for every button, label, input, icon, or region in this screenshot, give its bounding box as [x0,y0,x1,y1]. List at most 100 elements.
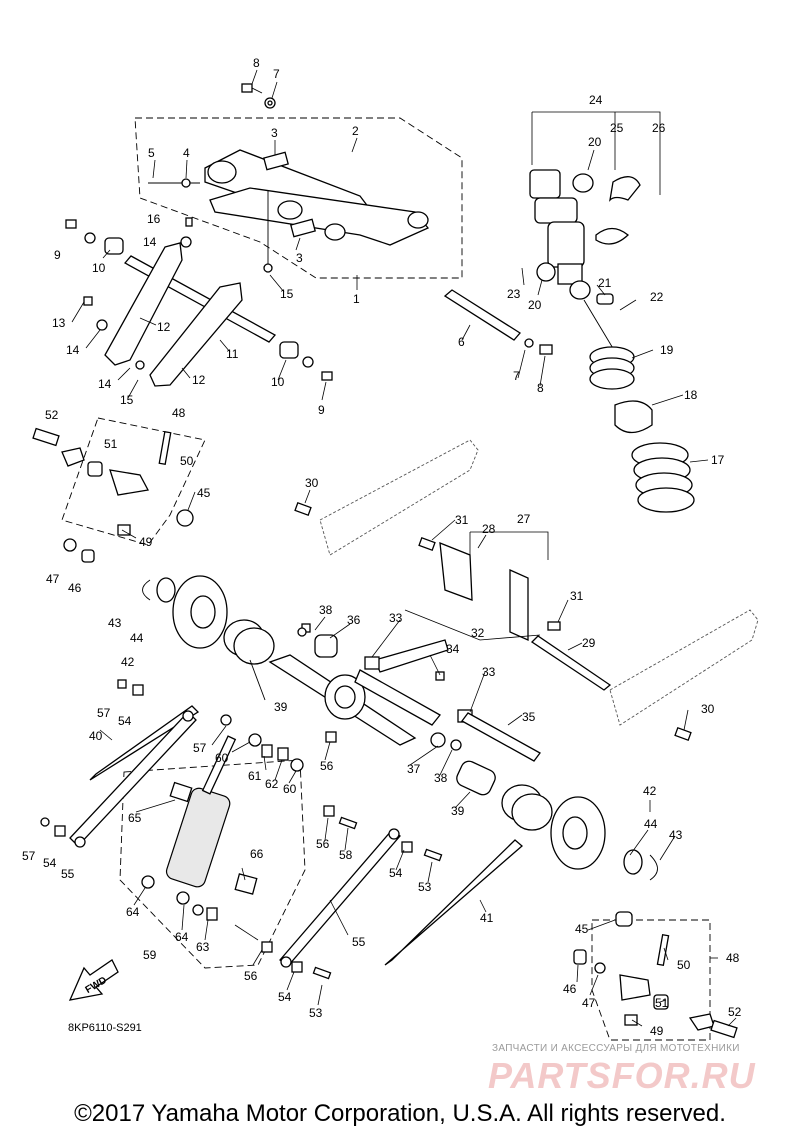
bolt-8-top [241,83,276,109]
callout: 29 [582,636,596,650]
callout: 14 [98,377,112,391]
callout: 42 [121,655,135,669]
callout: 15 [280,287,294,301]
callout: 64 [175,930,189,944]
callout: 15 [120,393,134,407]
callout: 14 [66,343,80,357]
callout: 43 [669,828,683,842]
callout: 53 [309,1006,323,1020]
callout: 19 [660,343,674,357]
callout: 64 [126,905,140,919]
callout: 56 [316,837,330,851]
callout: 7 [513,369,520,383]
idler-wheel-right [550,796,658,881]
callout: 20 [528,298,542,312]
leader-lines [71,69,737,1027]
callout: 48 [172,406,186,420]
callout: 53 [418,880,432,894]
callout: 25 [610,121,624,135]
callout: 37 [407,762,421,776]
callout: 42 [643,784,657,798]
copyright-notice: ©2017 Yamaha Motor Corporation, U.S.A. A… [74,1100,726,1127]
upper-arm-assembly [148,149,430,273]
callout: 23 [507,287,521,301]
idler-wheel-left [142,575,228,649]
callout: 34 [446,642,460,656]
callout: 44 [644,817,658,831]
center-pivot-assembly [268,541,612,796]
callout: 45 [575,922,589,936]
callout: 11 [226,347,239,361]
callouts: 8 7 24 25 26 3 2 5 4 20 16 14 9 10 3 23 … [22,56,742,1038]
callout: 46 [68,581,82,595]
callout: 3 [271,126,278,140]
front-damper-unit [141,733,304,921]
callout: 50 [677,958,691,972]
torsion-spring-left [89,619,275,781]
idler-bracket-left [32,427,194,563]
callout: 43 [108,616,122,630]
callout: 27 [517,512,531,526]
callout: 54 [43,856,57,870]
callout: 46 [563,982,577,996]
callout: 8 [253,56,260,70]
callout: 30 [305,476,319,490]
callout: 8 [537,381,544,395]
callout: 16 [147,212,161,226]
watermark-logo: PARTSFOR.RU [488,1055,756,1096]
callout: 17 [711,453,725,467]
callout: 38 [434,771,448,785]
callout: 5 [148,146,155,160]
callout: 51 [655,996,669,1010]
callout: 36 [347,613,361,627]
idler-bracket-right [573,911,738,1039]
callout: 26 [652,121,666,135]
callout: 39 [274,700,288,714]
callout: 3 [296,251,303,265]
callout: 55 [61,867,75,881]
callout: 56 [244,969,258,983]
torsion-spring-right [384,784,553,966]
callout: 47 [46,572,60,586]
fasteners [40,502,692,980]
callout: 52 [45,408,59,422]
callout: 24 [589,93,603,107]
callout: 10 [271,375,285,389]
callout: 40 [89,729,103,743]
callout: 9 [318,403,325,417]
callout: 47 [582,996,596,1010]
watermark-caption: ЗАПЧАСТИ И АКСЕССУАРЫ ДЛЯ МОТОТЕХНИКИ [492,1043,740,1054]
rear-shock-absorber [529,169,641,361]
callout: 51 [104,437,118,451]
callout: 41 [480,911,494,925]
callout: 10 [92,261,106,275]
callout: 7 [273,67,280,81]
spring-19 [589,346,635,390]
link-rod-55-left [69,710,197,848]
callout: 39 [451,804,465,818]
callout: 54 [389,866,403,880]
callout: 49 [650,1024,664,1038]
callout: 63 [196,940,210,954]
bump-stopper-18 [614,400,653,434]
callout: 44 [130,631,144,645]
callout: 28 [482,522,496,536]
callout: 65 [128,811,142,825]
callout: 61 [248,769,262,783]
link-rod-55-right [279,828,401,968]
callout: 62 [265,777,279,791]
callout: 12 [157,320,171,334]
callout: 60 [215,751,229,765]
callout: 60 [283,782,297,796]
callout: 55 [352,935,366,949]
callout: 31 [455,513,469,527]
callout: 14 [143,235,157,249]
callout: 21 [598,276,612,290]
fwd-arrow-icon: FWD [68,959,119,1001]
callout: 22 [650,290,664,304]
callout: 58 [339,848,353,862]
shaft-6 [443,289,553,355]
diagram-code: 8KP6110-S291 [68,1022,142,1034]
callout: 38 [319,603,333,617]
